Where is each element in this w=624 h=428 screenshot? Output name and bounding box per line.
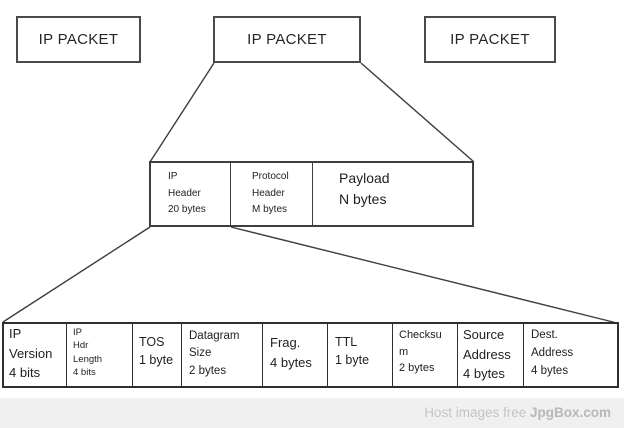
watermark-text: Host images free <box>424 405 530 420</box>
ip-packet-box-1: IP PACKET <box>16 16 141 63</box>
packet-structure-box: IP Header 20 bytes Protocol Header M byt… <box>149 161 474 227</box>
ip-packet-label: IP PACKET <box>450 31 530 48</box>
field-ttl: TTL 1 byte <box>328 324 393 386</box>
segment-payload: Payload N bytes <box>339 170 390 207</box>
watermark-brand: JpgBox.com <box>529 405 611 420</box>
field-source-address: Source Address 4 bytes <box>458 324 524 386</box>
header-expand-line-right <box>230 226 618 324</box>
watermark-bar: Host images free JpgBox.com <box>0 398 624 428</box>
field-dest-address: Dest. Address 4 bytes <box>531 329 574 377</box>
header-expand-line-left <box>2 226 151 323</box>
ip-header-fields-row: IP Version 4 bits IP Hdr Length 4 bits T… <box>2 322 619 388</box>
field-datagram-size: Datagram Size 2 bytes <box>182 324 263 386</box>
segment-ip-header: IP Header 20 bytes <box>151 163 231 225</box>
field-tos: TOS 1 byte <box>133 324 182 386</box>
field-checksum: Checksu m 2 bytes <box>393 324 458 386</box>
ip-packet-box-3: IP PACKET <box>424 16 556 63</box>
packet-expand-line-right <box>360 62 475 163</box>
ip-packet-label: IP PACKET <box>247 31 327 48</box>
ip-packet-label: IP PACKET <box>38 31 119 48</box>
packet-expand-line-left <box>149 62 215 163</box>
field-ip-hdr-length: IP Hdr Length 4 bits <box>67 324 133 386</box>
field-frag: Frag. 4 bytes <box>263 324 328 386</box>
field-ip-version: IP Version 4 bits <box>4 324 67 386</box>
segment-protocol-header: Protocol Header M bytes <box>231 163 313 225</box>
ip-packet-box-2: IP PACKET <box>213 16 361 63</box>
